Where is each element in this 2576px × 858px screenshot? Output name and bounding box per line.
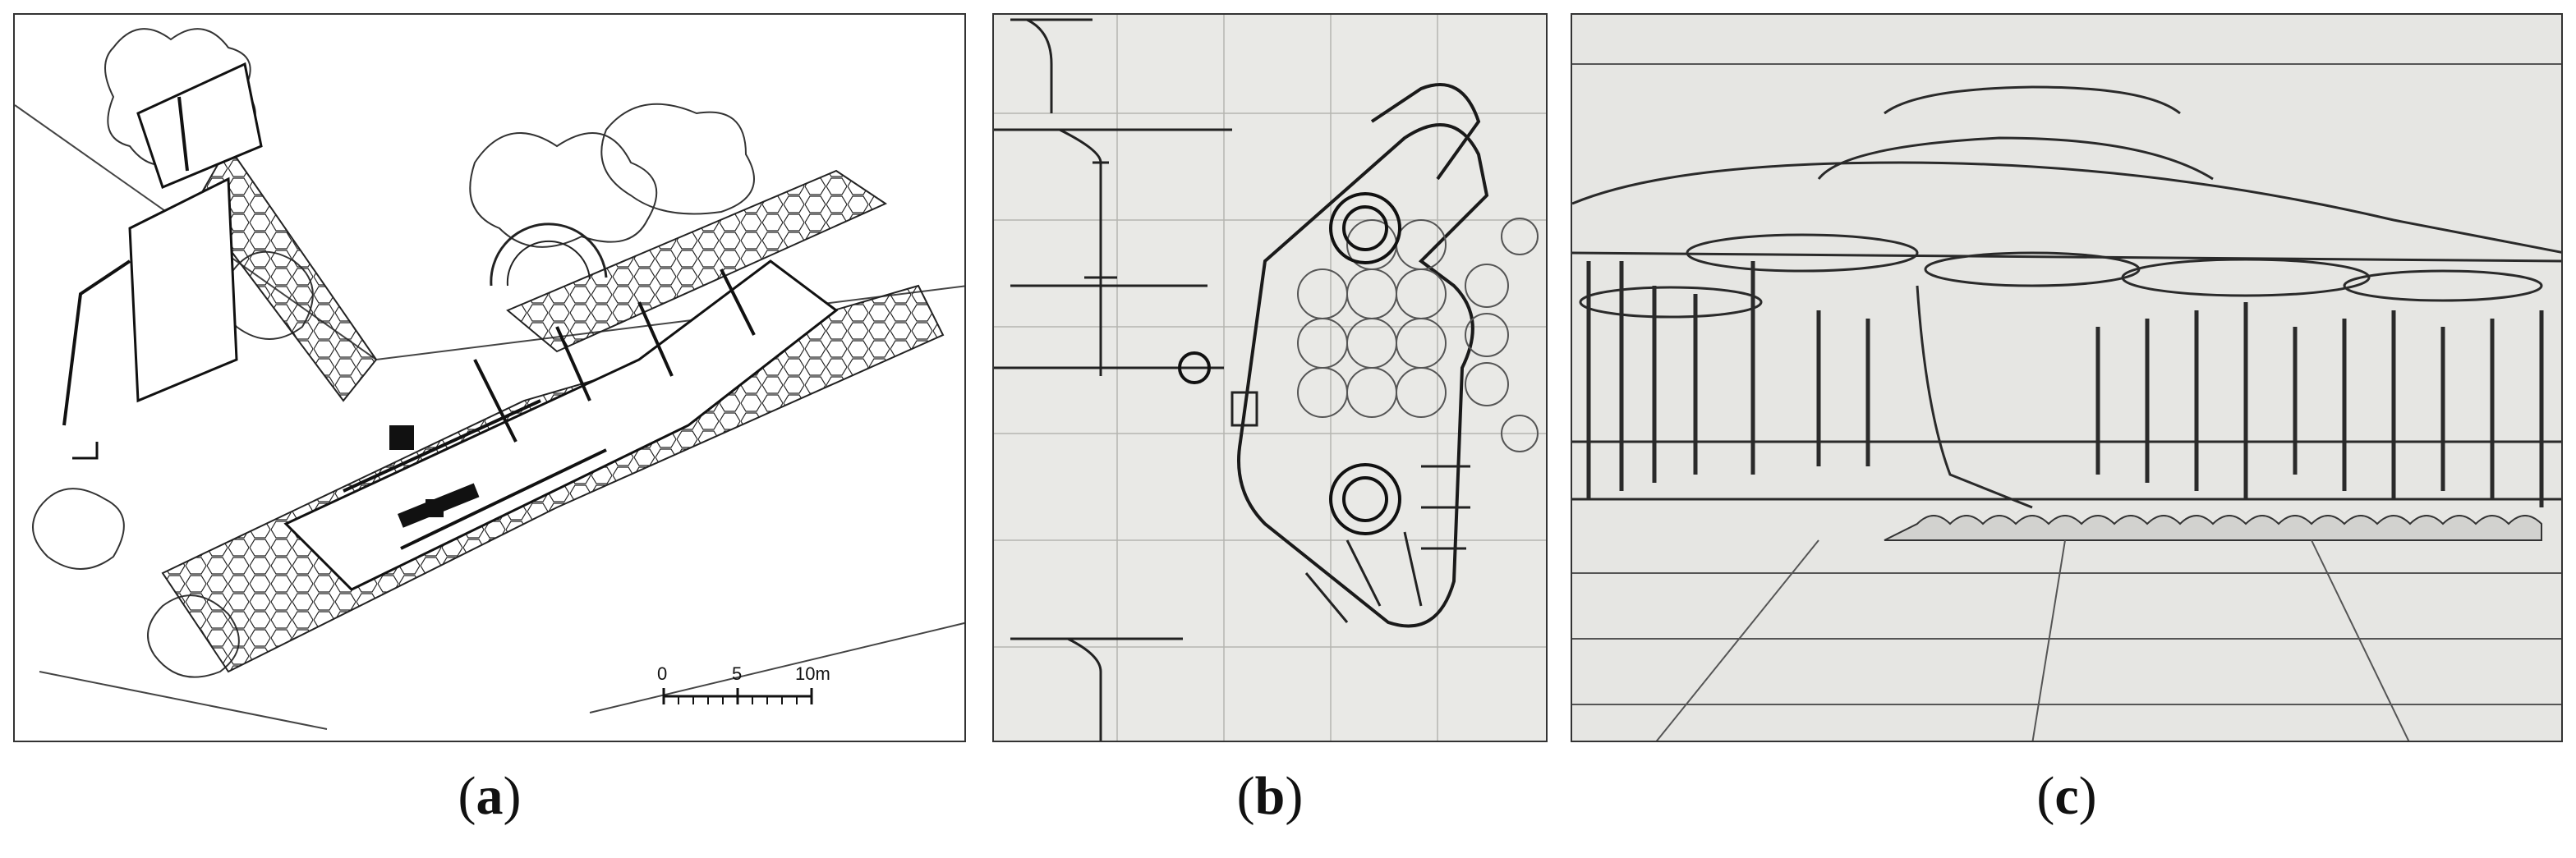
caption-b-open: ( xyxy=(1236,766,1255,826)
scale-label-5: 5 xyxy=(732,663,742,684)
figure-panel-b xyxy=(992,13,1548,742)
caption-c: (c) xyxy=(1902,768,2231,825)
penthouse-plan-drawing xyxy=(994,15,1546,741)
caption-a-open: ( xyxy=(458,766,476,826)
caption-a-close: ) xyxy=(503,766,522,826)
figure-panel-a: 0 5 10m xyxy=(13,13,966,742)
caption-c-close: ) xyxy=(2078,766,2097,826)
caption-c-letter: c xyxy=(2054,766,2079,826)
caption-b: (b) xyxy=(1106,768,1434,825)
caption-c-open: ( xyxy=(2036,766,2055,826)
isometric-house-drawing: 0 5 10m xyxy=(15,28,964,730)
perspective-sketch-drawing xyxy=(1572,63,2561,741)
scale-label-10m: 10m xyxy=(795,663,830,684)
caption-a: (a) xyxy=(325,768,654,825)
figure-panel-c xyxy=(1571,13,2563,742)
caption-a-letter: a xyxy=(476,766,504,826)
caption-b-close: ) xyxy=(1285,766,1304,826)
scale-label-0: 0 xyxy=(657,663,667,684)
caption-b-letter: b xyxy=(1254,766,1286,826)
